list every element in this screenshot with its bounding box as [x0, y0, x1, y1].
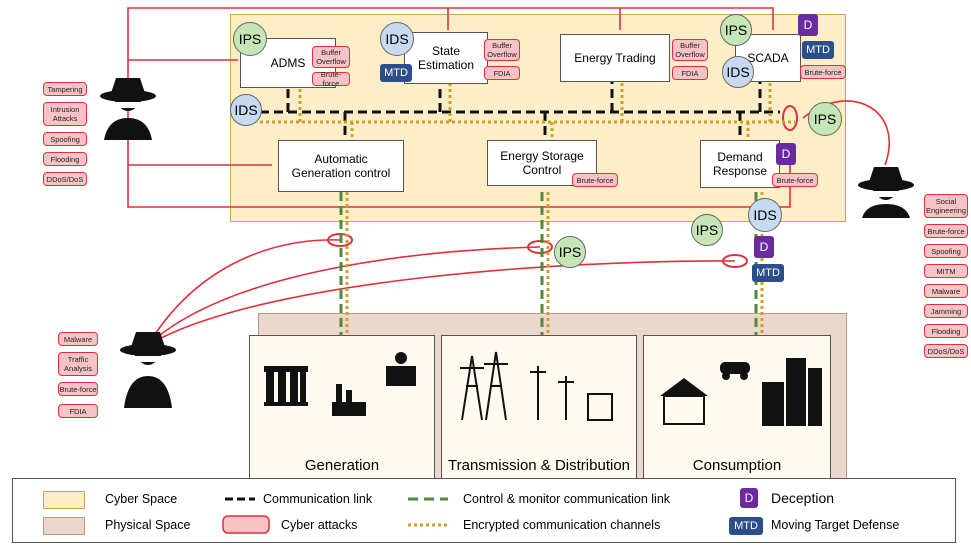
- attack-tag: Buffer Overflow: [672, 39, 708, 61]
- adms-label: ADMS: [270, 56, 306, 70]
- attack-point-3: [722, 254, 748, 268]
- agc-label: Automatic Generation control: [291, 152, 391, 180]
- attack-tag: FDIA: [484, 66, 520, 80]
- legend-encrypted-label: Encrypted communication channels: [463, 518, 661, 532]
- attack-list-item: FDIA: [58, 404, 98, 418]
- power-plant-icon: [264, 352, 416, 416]
- attack-list-item: Tampering: [43, 82, 87, 96]
- legend-mtd-label: Moving Target Defense: [771, 518, 900, 532]
- hacker-icon: [858, 167, 914, 218]
- legend-cyber-label: Cyber Space: [105, 492, 178, 506]
- attack-tag: Buffer Overflow: [484, 39, 520, 61]
- ips-icon: IPS: [233, 22, 267, 56]
- legend-mtd-badge: MTD: [729, 517, 763, 535]
- ips-icon: IPS: [720, 14, 752, 46]
- ids-icon: IDS: [722, 56, 754, 88]
- attack-curve-1: [147, 239, 341, 346]
- attack-point-scada: [782, 105, 798, 131]
- demand-response-box: Demand Response: [700, 140, 780, 188]
- transmission-box: Transmission & Distribution: [441, 335, 637, 489]
- ids-icon: IDS: [380, 22, 414, 56]
- generation-label: Generation: [304, 457, 380, 474]
- attack-point-2: [527, 240, 553, 254]
- attack-list-item: Social Engineering: [924, 194, 968, 218]
- ids-icon: IDS: [748, 198, 782, 232]
- mtd-badge: MTD: [380, 64, 412, 82]
- attack-list-item: Spoofing: [924, 244, 968, 258]
- attack-list-item: MITM: [924, 264, 968, 278]
- mtd-badge: MTD: [752, 264, 784, 282]
- attack-curve-3: [147, 260, 736, 346]
- legend-control-label: Control & monitor communication link: [463, 492, 671, 506]
- ips-icon: IPS: [808, 102, 842, 136]
- consumption-label: Consumption: [692, 457, 782, 474]
- legend-deception-label: Deception: [771, 490, 835, 506]
- consumption-box: Consumption: [643, 335, 831, 489]
- attack-list-item: DDoS/DoS: [43, 172, 87, 186]
- scada-label: SCADA: [747, 51, 789, 65]
- ips-icon: IPS: [554, 236, 586, 268]
- mtd-badge: MTD: [802, 41, 834, 59]
- ids-icon: IDS: [230, 94, 262, 126]
- attack-list-item: DDoS/DoS: [924, 344, 968, 358]
- demand-response-label: Demand Response: [712, 150, 768, 178]
- attack-tag: Brute-force: [800, 65, 846, 79]
- energy-storage-label: Energy Storage Control: [500, 149, 584, 177]
- hacker-icon: [120, 332, 176, 408]
- legend-cyber-swatch: [43, 491, 85, 509]
- attack-list-item: Malware: [58, 332, 98, 346]
- attack-curve-2: [147, 246, 541, 346]
- legend-physical-swatch: [43, 517, 85, 535]
- attack-list-item: Brute-force: [924, 224, 968, 238]
- energy-trading-label: Energy Trading: [574, 51, 656, 65]
- attack-list-item: Flooding: [43, 152, 87, 166]
- generation-box: Generation: [249, 335, 435, 489]
- consumption-icon: [660, 358, 822, 426]
- attack-list-item: Flooding: [924, 324, 968, 338]
- attack-list-item: Spoofing: [43, 132, 87, 146]
- legend-comm-label: Communication link: [263, 492, 373, 506]
- transmission-tower-icon: [460, 351, 613, 421]
- attack-list-item: Traffic Analysis: [58, 352, 98, 376]
- transmission-label: Transmission & Distribution: [448, 457, 630, 474]
- deception-badge: D: [754, 236, 774, 258]
- ips-icon: IPS: [691, 214, 723, 246]
- attack-list-item: Malware: [924, 284, 968, 298]
- attack-tag: Brute-force: [312, 70, 350, 88]
- legend: Cyber Space Physical Space Communication…: [12, 478, 956, 543]
- legend-attack-label: Cyber attacks: [281, 518, 358, 532]
- attack-list-item: Intrusion Attacks: [43, 102, 87, 126]
- state-estimation-box: State Estimation: [404, 32, 488, 84]
- deception-badge: D: [776, 143, 796, 165]
- state-estimation-label: State Estimation: [417, 44, 475, 72]
- attack-tag: Buffer Overflow: [312, 46, 350, 68]
- legend-line-samples: [222, 497, 448, 534]
- attack-list-item: Brute-force: [58, 382, 98, 396]
- hacker-icon: [100, 78, 156, 140]
- deception-badge: D: [798, 14, 818, 36]
- legend-deception-badge: D: [740, 488, 758, 508]
- attack-line-top: [127, 7, 774, 120]
- attack-tag: Brute-force: [772, 173, 818, 187]
- attack-list-item: Jamming: [924, 304, 968, 318]
- attack-tag: FDIA: [672, 66, 708, 80]
- legend-physical-label: Physical Space: [105, 518, 191, 532]
- energy-trading-box: Energy Trading: [560, 34, 670, 82]
- agc-box: Automatic Generation control: [278, 140, 404, 192]
- attack-tag: Brute-force: [572, 173, 618, 187]
